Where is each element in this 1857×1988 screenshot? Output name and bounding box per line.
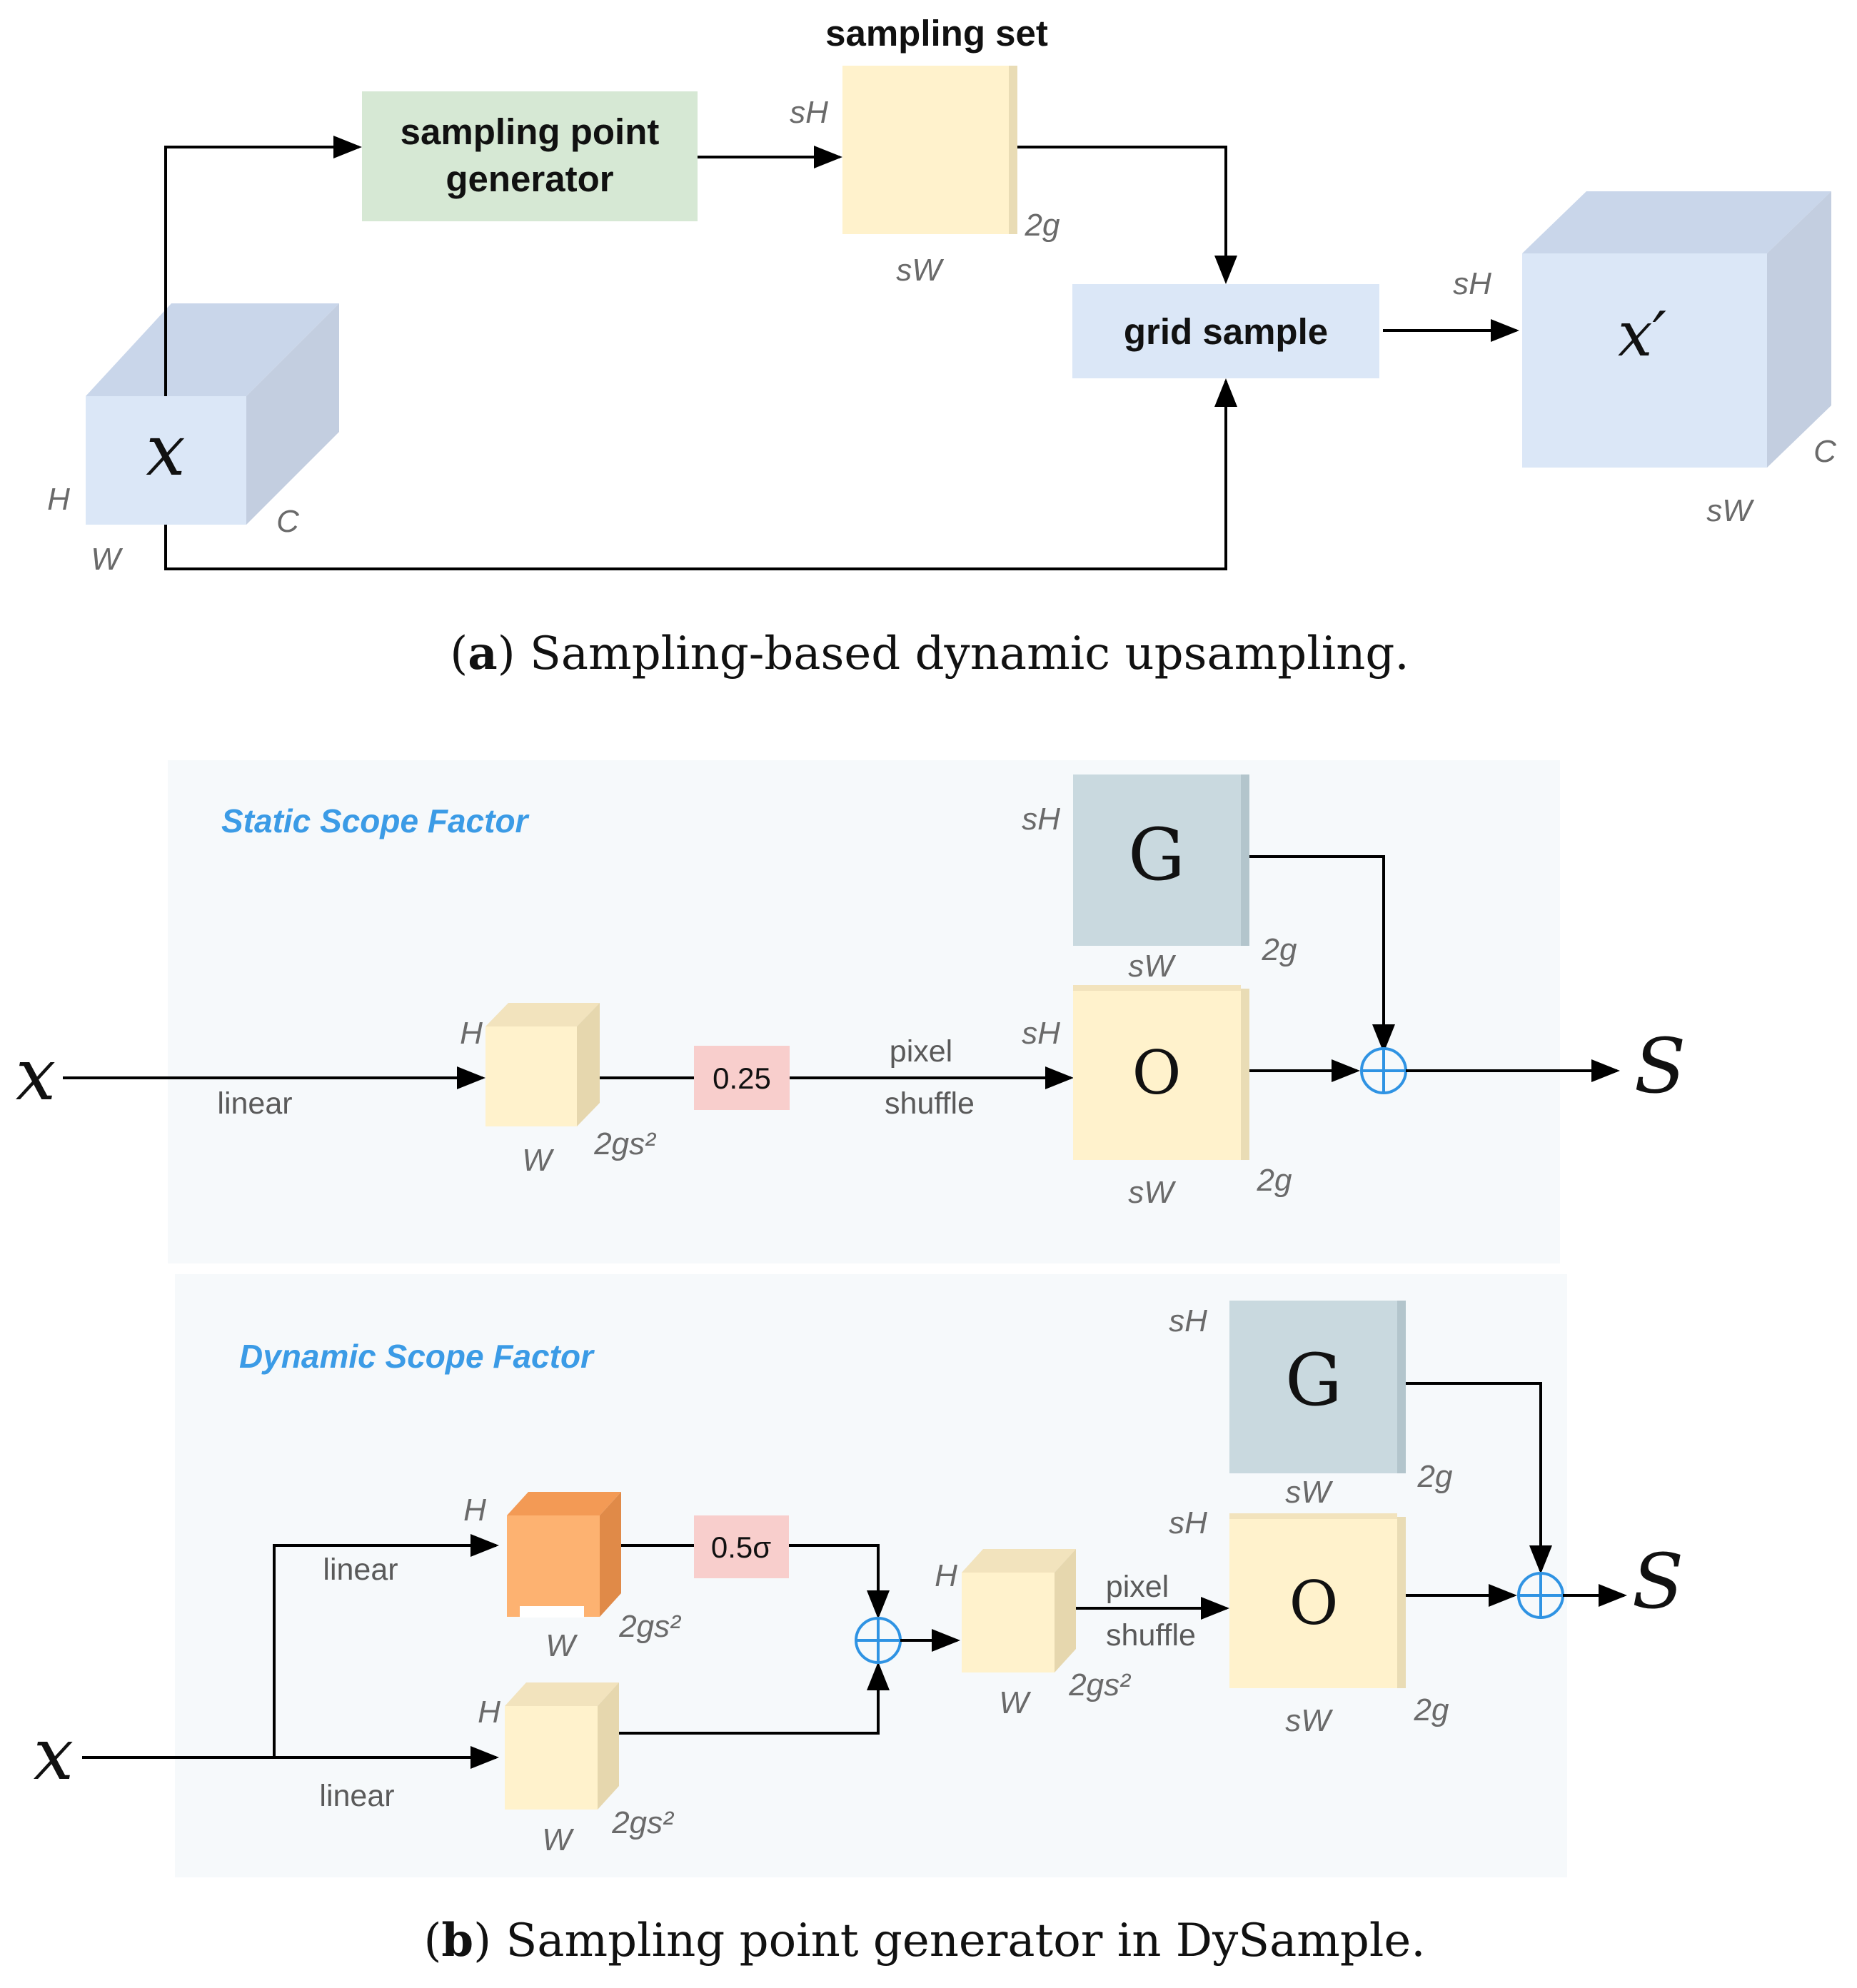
arrow-dynamic-G-to-sum <box>1406 1382 1552 1574</box>
input-feature-cube: x H W C <box>47 303 339 577</box>
dynamic-bottom-cube: H W 2gs² <box>478 1682 674 1857</box>
dynamic-linear-bottom-label: linear <box>319 1779 394 1813</box>
dim-2gs2: 2gs² <box>618 1609 681 1644</box>
static-panel-background <box>168 760 1560 1263</box>
dynamic-scale-box <box>694 1515 789 1578</box>
dim-sw: sW <box>1128 949 1176 984</box>
dim-w: W <box>545 1628 578 1663</box>
arrow-input-to-gridsample <box>164 378 1237 570</box>
dim-2g: 2g <box>1417 1459 1453 1494</box>
static-shuffle-label: shuffle <box>885 1086 975 1121</box>
dynamic-pixel-label: pixel <box>1106 1570 1169 1604</box>
dim-2gs2: 2gs² <box>1068 1667 1131 1702</box>
output-feature-cube: x′ sH C sW <box>1453 191 1837 528</box>
dynamic-scale-value: 0.5σ <box>711 1530 771 1564</box>
static-O-label: O <box>1132 1038 1182 1108</box>
static-input-var: x <box>16 1033 56 1116</box>
grid-sample-box: grid sample <box>1072 284 1379 378</box>
dynamic-output-var: S <box>1632 1538 1684 1625</box>
dim-sh: sH <box>790 95 828 130</box>
caption-a-text: Sampling-based dynamic upsampling. <box>515 627 1409 680</box>
dynamic-G-block: G sH sW 2g <box>1169 1301 1453 1510</box>
panel-b-static: Static Scope Factor x linear H W 2gs² 0.… <box>16 760 1686 1263</box>
caption-a-letter: a <box>468 627 497 680</box>
dim-h: H <box>460 1016 483 1051</box>
static-feature-cube: H W 2gs² <box>460 1003 656 1178</box>
generator-label-line1: sampling point <box>401 111 660 152</box>
dim-h: H <box>935 1558 957 1593</box>
arrow-scale-to-sum <box>789 1544 890 1619</box>
dim-sw: sW <box>1128 1175 1176 1210</box>
arrow-set-to-gridsample <box>1017 146 1237 284</box>
dim-sw: sW <box>1285 1703 1333 1738</box>
dynamic-G-label: G <box>1285 1338 1342 1422</box>
sampling-point-generator-box: sampling point generator <box>362 91 698 221</box>
dynamic-shuffle-label: shuffle <box>1106 1618 1196 1653</box>
dim-sw: sW <box>896 253 944 288</box>
sampling-set-block: sampling set sH 2g sW <box>790 13 1060 288</box>
dim-2gs2: 2gs² <box>611 1805 674 1840</box>
caption-b-text: Sampling point generator in DySample. <box>491 1914 1425 1967</box>
static-G-block: G sH sW 2g <box>1022 774 1297 984</box>
dim-w: W <box>542 1822 574 1857</box>
static-title: Static Scope Factor <box>221 802 530 839</box>
grid-sample-label: grid sample <box>1124 311 1328 352</box>
dim-sh: sH <box>1169 1505 1207 1540</box>
caption-b-letter: b <box>441 1914 473 1967</box>
dim-sh: sH <box>1453 266 1491 301</box>
dynamic-orange-cube: H W 2gs² <box>463 1492 681 1663</box>
caption-b: (b) Sampling point generator in DySample… <box>423 1914 1425 1967</box>
dim-sh: sH <box>1022 802 1060 837</box>
static-scale-value: 0.25 <box>713 1061 771 1095</box>
dim-w: W <box>91 542 123 577</box>
static-add-node <box>1360 1047 1407 1094</box>
static-G-label: G <box>1128 813 1185 897</box>
dim-2gs2: 2gs² <box>593 1126 656 1161</box>
dim-sw: sW <box>1285 1475 1333 1510</box>
static-O-block: O sH sW 2g <box>1022 985 1292 1210</box>
dim-h: H <box>47 482 70 517</box>
generator-label-line2: generator <box>446 158 613 199</box>
dim-w: W <box>999 1685 1031 1720</box>
static-linear-label: linear <box>217 1086 292 1121</box>
static-scale-box <box>694 1046 790 1110</box>
dynamic-input-var: x <box>34 1712 74 1796</box>
arrow-dynamic-linear-top <box>273 1534 499 1757</box>
output-var: x′ <box>1618 299 1666 370</box>
arrow-input-to-generator <box>164 136 362 396</box>
input-var: x <box>146 410 185 492</box>
dim-c: C <box>276 504 300 539</box>
dim-2g: 2g <box>1025 208 1060 243</box>
dim-sh: sH <box>1022 1016 1060 1051</box>
caption-a: (a) Sampling-based dynamic upsampling. <box>450 627 1409 680</box>
static-output-var: S <box>1634 1022 1686 1110</box>
panel-a: x H W C sampling point generator samplin… <box>47 13 1837 680</box>
dim-sw: sW <box>1706 493 1754 528</box>
dim-w: W <box>522 1143 554 1178</box>
panel-b-dynamic: Dynamic Scope Factor x linear linear H W… <box>34 1274 1684 1877</box>
dim-h: H <box>463 1493 486 1528</box>
dynamic-O-label: O <box>1289 1568 1339 1638</box>
dim-sh: sH <box>1169 1303 1207 1338</box>
dynamic-add-node-1 <box>855 1617 902 1664</box>
dynamic-summed-cube: H W 2gs² <box>935 1549 1131 1720</box>
dynamic-O-block: O sH sW 2g <box>1169 1505 1449 1738</box>
dim-2g: 2g <box>1262 932 1297 967</box>
dim-h: H <box>478 1695 500 1730</box>
dim-2g: 2g <box>1414 1692 1449 1727</box>
dim-2g: 2g <box>1257 1163 1292 1198</box>
dynamic-linear-top-label: linear <box>323 1553 398 1587</box>
sampling-set-title: sampling set <box>825 13 1048 54</box>
arrow-static-G-to-sum <box>1249 855 1395 1053</box>
dynamic-title: Dynamic Scope Factor <box>239 1338 595 1375</box>
dim-c: C <box>1813 434 1837 469</box>
arrow-bottom-to-sum <box>619 1662 890 1735</box>
static-pixel-label: pixel <box>890 1034 952 1069</box>
dynamic-add-node-2 <box>1517 1572 1564 1619</box>
